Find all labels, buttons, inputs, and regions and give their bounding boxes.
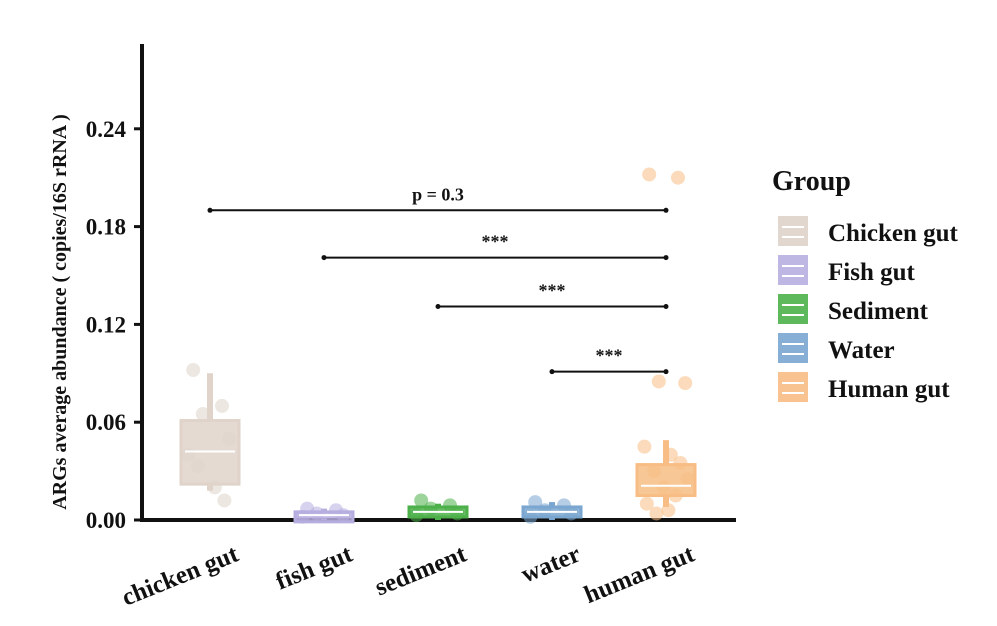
data-point [215,398,229,413]
data-point [639,496,654,511]
category-label: chicken gut [118,540,243,611]
y-tick-label: 0.06 [86,410,126,435]
data-point [195,407,210,422]
category-label: fish gut [272,540,357,595]
y-axis-title: ARGs average abundance ( copies/16S rRNA… [49,114,71,510]
comparison-end [663,369,669,375]
comparison-label: *** [596,346,623,366]
data-point [642,167,657,182]
legend-swatch [778,255,808,285]
y-tick-label: 0.00 [86,508,126,533]
data-point [217,493,232,508]
data-point [678,376,693,391]
comparison-end [663,255,669,261]
y-tick-label: 0.18 [86,215,126,240]
legend-swatch [778,216,808,246]
category-label: water [518,541,585,589]
y-tick-label: 0.24 [86,117,127,142]
y-ticks: 0.00 0.06 0.12 0.18 0.24 [86,117,142,533]
comparison-end [663,303,669,309]
significance-brackets: p = 0.3 *** *** *** [207,184,669,375]
boxes [179,373,697,524]
data-point [637,439,652,454]
comparison-end [321,255,327,261]
legend-swatch [778,294,808,324]
comparison-label: *** [482,232,509,252]
comparison-label: *** [539,280,566,300]
legend-label: Human gut [828,376,950,403]
data-point [186,363,201,378]
legend-swatch [778,372,808,402]
legend-title: Group [772,166,851,197]
data-point [414,493,429,508]
box-rect [635,463,697,498]
data-point [649,506,664,521]
legend-label: Fish gut [828,259,916,286]
category-label: sediment [371,540,471,601]
comparison-end [549,369,555,375]
y-tick-label: 0.12 [86,312,126,337]
data-point [671,170,685,185]
legend-label: Water [828,337,895,364]
data-point [651,374,666,389]
comparison-label: p = 0.3 [412,184,464,204]
comparison-end [435,303,441,309]
category-label: human gut [581,540,699,609]
box-rect [293,510,355,524]
legend-label: Chicken gut [828,220,959,247]
comparison-end [663,207,669,213]
comparison-end [207,207,213,213]
legend-label: Sediment [828,298,929,325]
legend-swatch [778,333,808,363]
